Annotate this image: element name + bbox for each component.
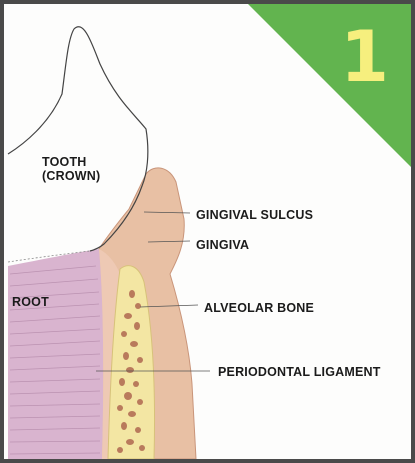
gingiva-label: GINGIVA (196, 238, 249, 252)
alveolar-bone-label: ALVEOLAR BONE (204, 301, 314, 315)
tooth-crown-outline (8, 27, 148, 251)
step-number: 1 (340, 22, 389, 92)
tooth-label-line1: TOOTH (42, 155, 100, 169)
tooth-label-line2: (CROWN) (42, 169, 100, 183)
periodontal-ligament-label: PERIODONTAL LIGAMENT (218, 365, 381, 379)
gingival-sulcus-label: GINGIVAL SULCUS (196, 208, 313, 222)
tooth-crown-label: TOOTH (CROWN) (42, 155, 100, 183)
root-shape (8, 249, 103, 459)
root-label: ROOT (12, 295, 49, 309)
